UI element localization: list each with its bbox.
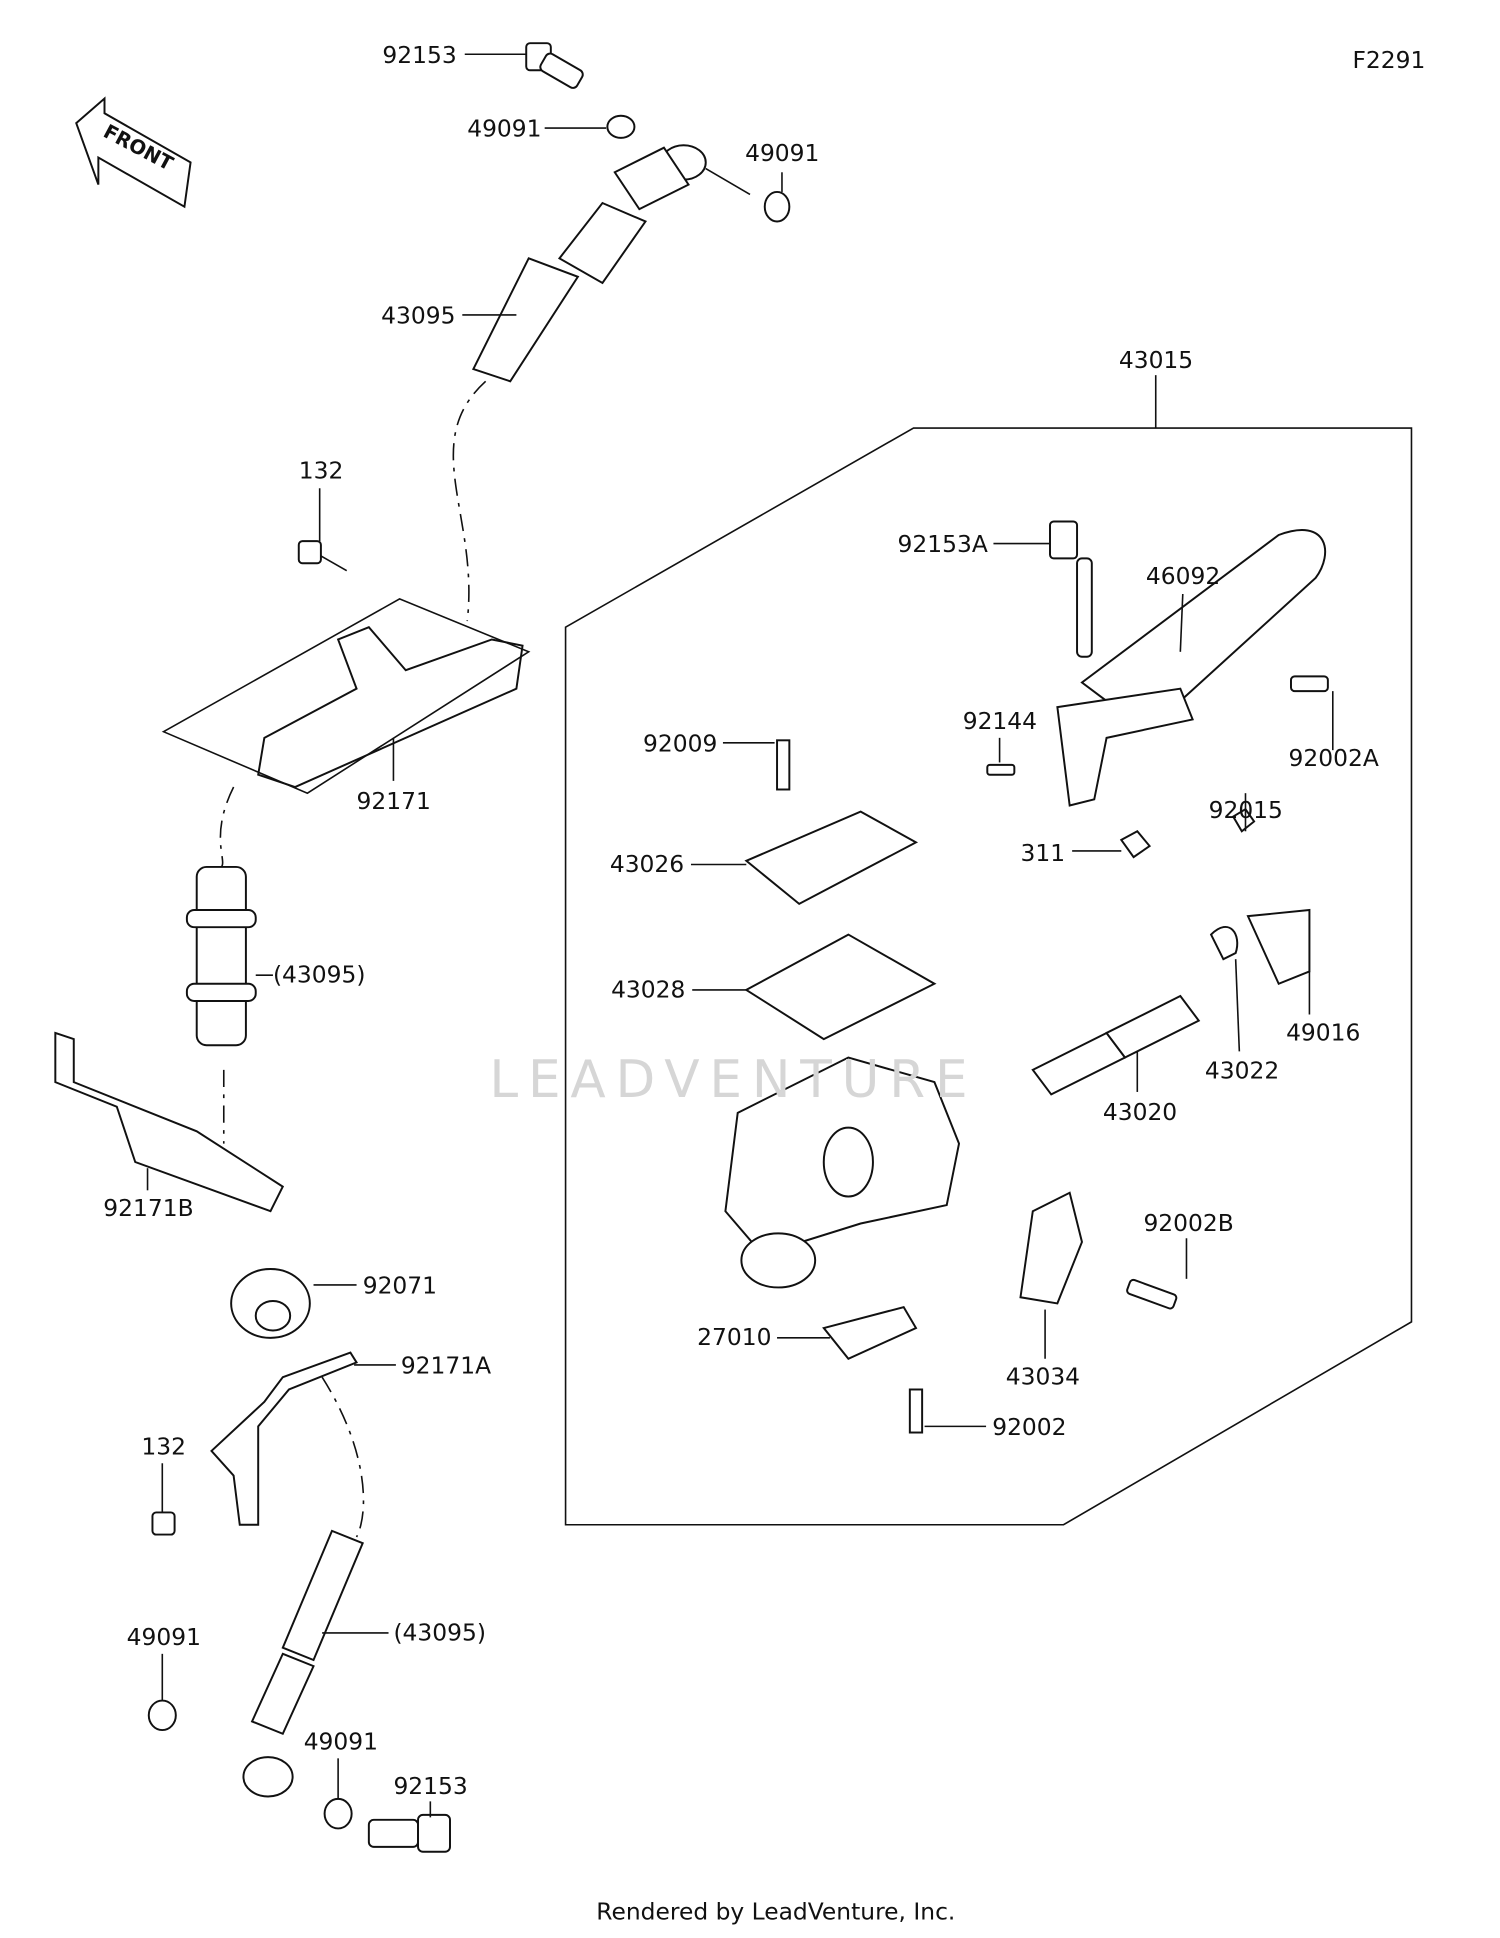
- callout-label[interactable]: (43095): [273, 961, 366, 989]
- callout-label[interactable]: 92015: [1209, 796, 1283, 824]
- brake-hose-middle: [185, 786, 257, 1144]
- callout-label[interactable]: 92153: [393, 1772, 467, 1800]
- callout-label[interactable]: 92071: [363, 1272, 437, 1300]
- callout-label[interactable]: 132: [141, 1433, 186, 1461]
- grommet-92071: [230, 1268, 311, 1339]
- brake-hose-lower: [147, 1376, 451, 1853]
- callout-label[interactable]: 92171B: [103, 1194, 193, 1222]
- clamp-92171a: [210, 1351, 359, 1526]
- callout-label[interactable]: 92153A: [898, 530, 988, 558]
- callout-label[interactable]: 49091: [745, 139, 819, 167]
- callout-label[interactable]: 49091: [127, 1623, 201, 1651]
- callout-label[interactable]: 43034: [1006, 1363, 1080, 1391]
- front-arrow-icon: FRONT: [75, 96, 192, 209]
- bracket-92171: [161, 540, 531, 795]
- clamp-92171b: [54, 1031, 285, 1213]
- callout-label[interactable]: 92002B: [1143, 1209, 1233, 1237]
- callout-label[interactable]: 49091: [467, 115, 541, 143]
- callout-label[interactable]: 43022: [1205, 1056, 1279, 1084]
- callout-label[interactable]: 92009: [643, 729, 717, 757]
- brake-hose-upper: [452, 42, 791, 622]
- callout-label[interactable]: 27010: [697, 1323, 771, 1351]
- callout-label[interactable]: 43015: [1119, 346, 1193, 374]
- callout-label[interactable]: 92002A: [1289, 744, 1379, 772]
- callout-label[interactable]: 49091: [304, 1728, 378, 1756]
- callout-label[interactable]: 311: [1020, 839, 1065, 867]
- callout-label[interactable]: 43028: [611, 975, 685, 1003]
- callout-labels: 92153 49091 49091 43095 43015 132 92153A…: [103, 41, 1379, 1800]
- callout-label[interactable]: 92171A: [401, 1352, 491, 1380]
- callout-label[interactable]: 92144: [963, 707, 1037, 735]
- leader-lines: [146, 53, 1334, 1818]
- callout-label[interactable]: 49016: [1286, 1018, 1360, 1046]
- callout-label[interactable]: 132: [299, 456, 344, 484]
- callout-label[interactable]: 92171: [357, 787, 431, 815]
- callout-label[interactable]: 43095: [381, 302, 455, 330]
- callout-label[interactable]: 43026: [610, 850, 684, 878]
- assembly-43015-box: [564, 427, 1413, 1526]
- callout-label[interactable]: (43095): [393, 1618, 486, 1646]
- footer-credit: Rendered by LeadVenture, Inc.: [596, 1897, 955, 1925]
- callout-label[interactable]: 92153: [382, 41, 456, 69]
- callout-label[interactable]: 92002: [992, 1413, 1066, 1441]
- callout-label[interactable]: 46092: [1146, 562, 1220, 590]
- diagram-id: F2291: [1352, 46, 1425, 74]
- master-cylinder-assembly: [724, 520, 1329, 1434]
- callout-label[interactable]: 43020: [1103, 1098, 1177, 1126]
